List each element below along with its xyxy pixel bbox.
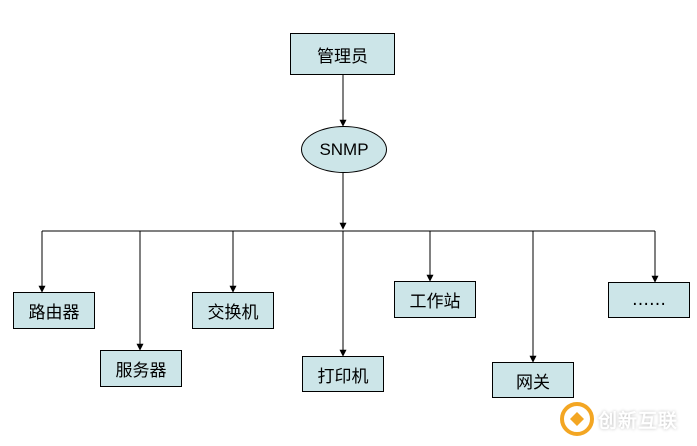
watermark-logo-icon (560, 402, 594, 436)
device-printer: 打印机 (302, 356, 384, 392)
device-switch: 交换机 (192, 292, 274, 329)
device-printer-label: 打印机 (317, 366, 369, 387)
device-gateway: 网关 (492, 362, 574, 398)
snmp-node: SNMP (301, 126, 387, 173)
watermark-text: 创新互联 (598, 409, 679, 432)
device-more: …… (608, 282, 690, 318)
device-more-label: …… (632, 290, 666, 310)
device-server-label: 服务器 (115, 361, 167, 381)
admin-node: 管理员 (290, 33, 395, 75)
device-workstation-label: 工作站 (409, 292, 461, 312)
admin-label: 管理员 (317, 46, 368, 67)
device-router-label: 路由器 (28, 303, 80, 323)
watermark: 创新互联 (560, 396, 697, 442)
device-gateway-label: 网关 (516, 372, 550, 393)
snmp-label: SNMP (319, 139, 369, 159)
device-workstation: 工作站 (394, 281, 476, 318)
device-router: 路由器 (13, 292, 95, 329)
device-switch-label: 交换机 (207, 303, 259, 323)
device-server: 服务器 (100, 350, 182, 387)
